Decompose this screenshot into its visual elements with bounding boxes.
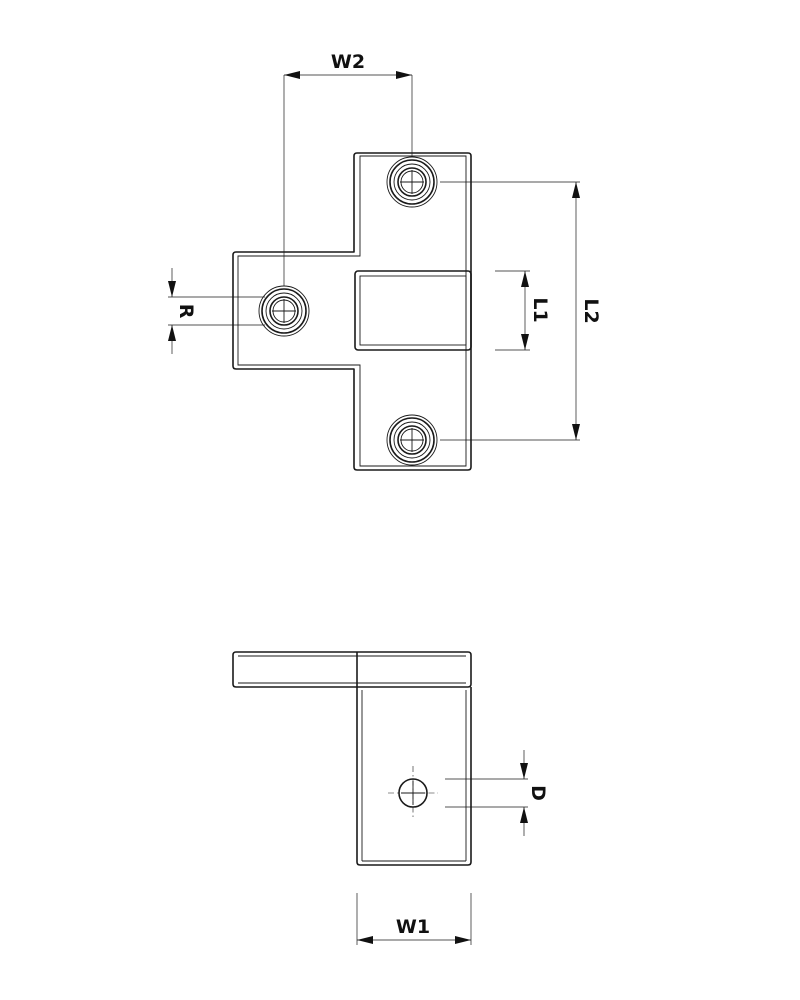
dimension-w2 bbox=[283, 71, 413, 286]
label-r: R bbox=[175, 304, 197, 319]
rect-pocket-inner bbox=[359, 275, 467, 346]
dimension-d bbox=[445, 750, 528, 836]
top-view: W2 L2 L1 R bbox=[168, 51, 602, 471]
plate-outline bbox=[232, 152, 472, 471]
side-hole bbox=[388, 766, 438, 820]
plate-outline-inner bbox=[237, 155, 467, 467]
label-w1: W1 bbox=[396, 916, 430, 938]
label-l2: L2 bbox=[580, 298, 602, 323]
label-w2: W2 bbox=[331, 51, 365, 73]
flange-outline bbox=[232, 651, 472, 688]
screw-hole-bottom bbox=[386, 414, 438, 466]
front-view: D W1 bbox=[232, 651, 549, 945]
label-l1: L1 bbox=[529, 297, 551, 322]
screw-hole-left bbox=[258, 285, 310, 337]
dimension-l2 bbox=[440, 181, 580, 441]
rect-pocket bbox=[354, 270, 472, 351]
dimension-r bbox=[168, 268, 265, 354]
leg-outline bbox=[356, 687, 472, 866]
dimension-w1 bbox=[356, 893, 472, 945]
dimension-l1 bbox=[495, 270, 530, 351]
screw-hole-top bbox=[386, 156, 438, 208]
label-d: D bbox=[527, 785, 549, 801]
